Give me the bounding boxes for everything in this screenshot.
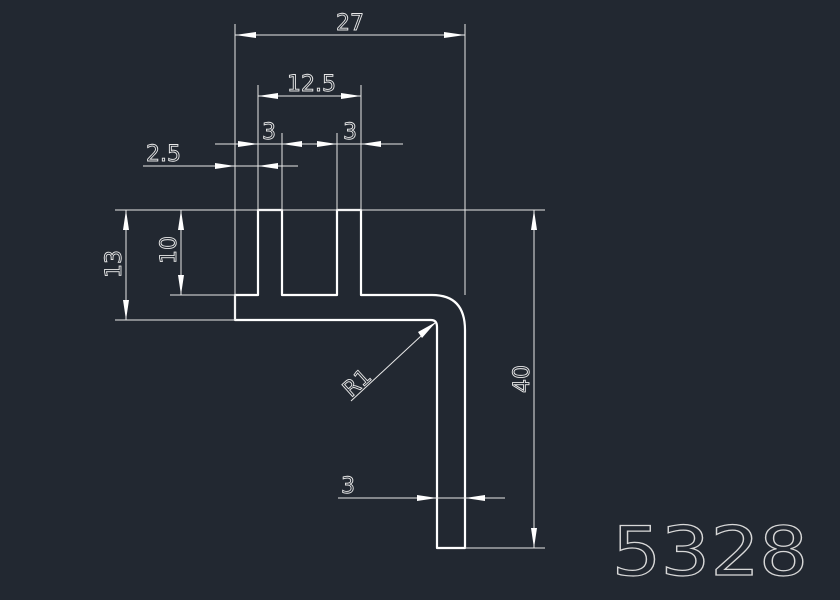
- dimension-overall-width: 27: [234, 11, 466, 320]
- dim-r1-text: R1: [338, 364, 377, 402]
- profile-outline: [233, 208, 467, 550]
- dim-10-text: 10: [157, 236, 182, 264]
- dimension-fin-span: 12.5: [257, 72, 362, 210]
- dim-2-5-text: 2.5: [146, 142, 181, 167]
- dim-27-text: 27: [336, 11, 364, 36]
- dimension-leg-thickness: 3: [338, 474, 505, 501]
- dimension-bend-radius: R1: [338, 322, 436, 403]
- dimension-left-offset: 2.5: [143, 142, 298, 169]
- dimension-leg-height: 40: [510, 210, 537, 548]
- dim-12-5-text: 12.5: [287, 72, 336, 97]
- dim-3-left-text: 3: [262, 120, 276, 145]
- dim-3-right-text: 3: [343, 120, 357, 145]
- dimension-fin-height: 10: [157, 210, 184, 295]
- part-number-label: 5328: [612, 513, 808, 592]
- dim-40-text: 40: [510, 365, 535, 393]
- dimension-overall-height-top: 13: [102, 210, 129, 320]
- dimension-fin-thickness: 3 3: [215, 120, 403, 210]
- dim-13-text: 13: [102, 250, 127, 278]
- dim-3-leg-text: 3: [341, 474, 355, 499]
